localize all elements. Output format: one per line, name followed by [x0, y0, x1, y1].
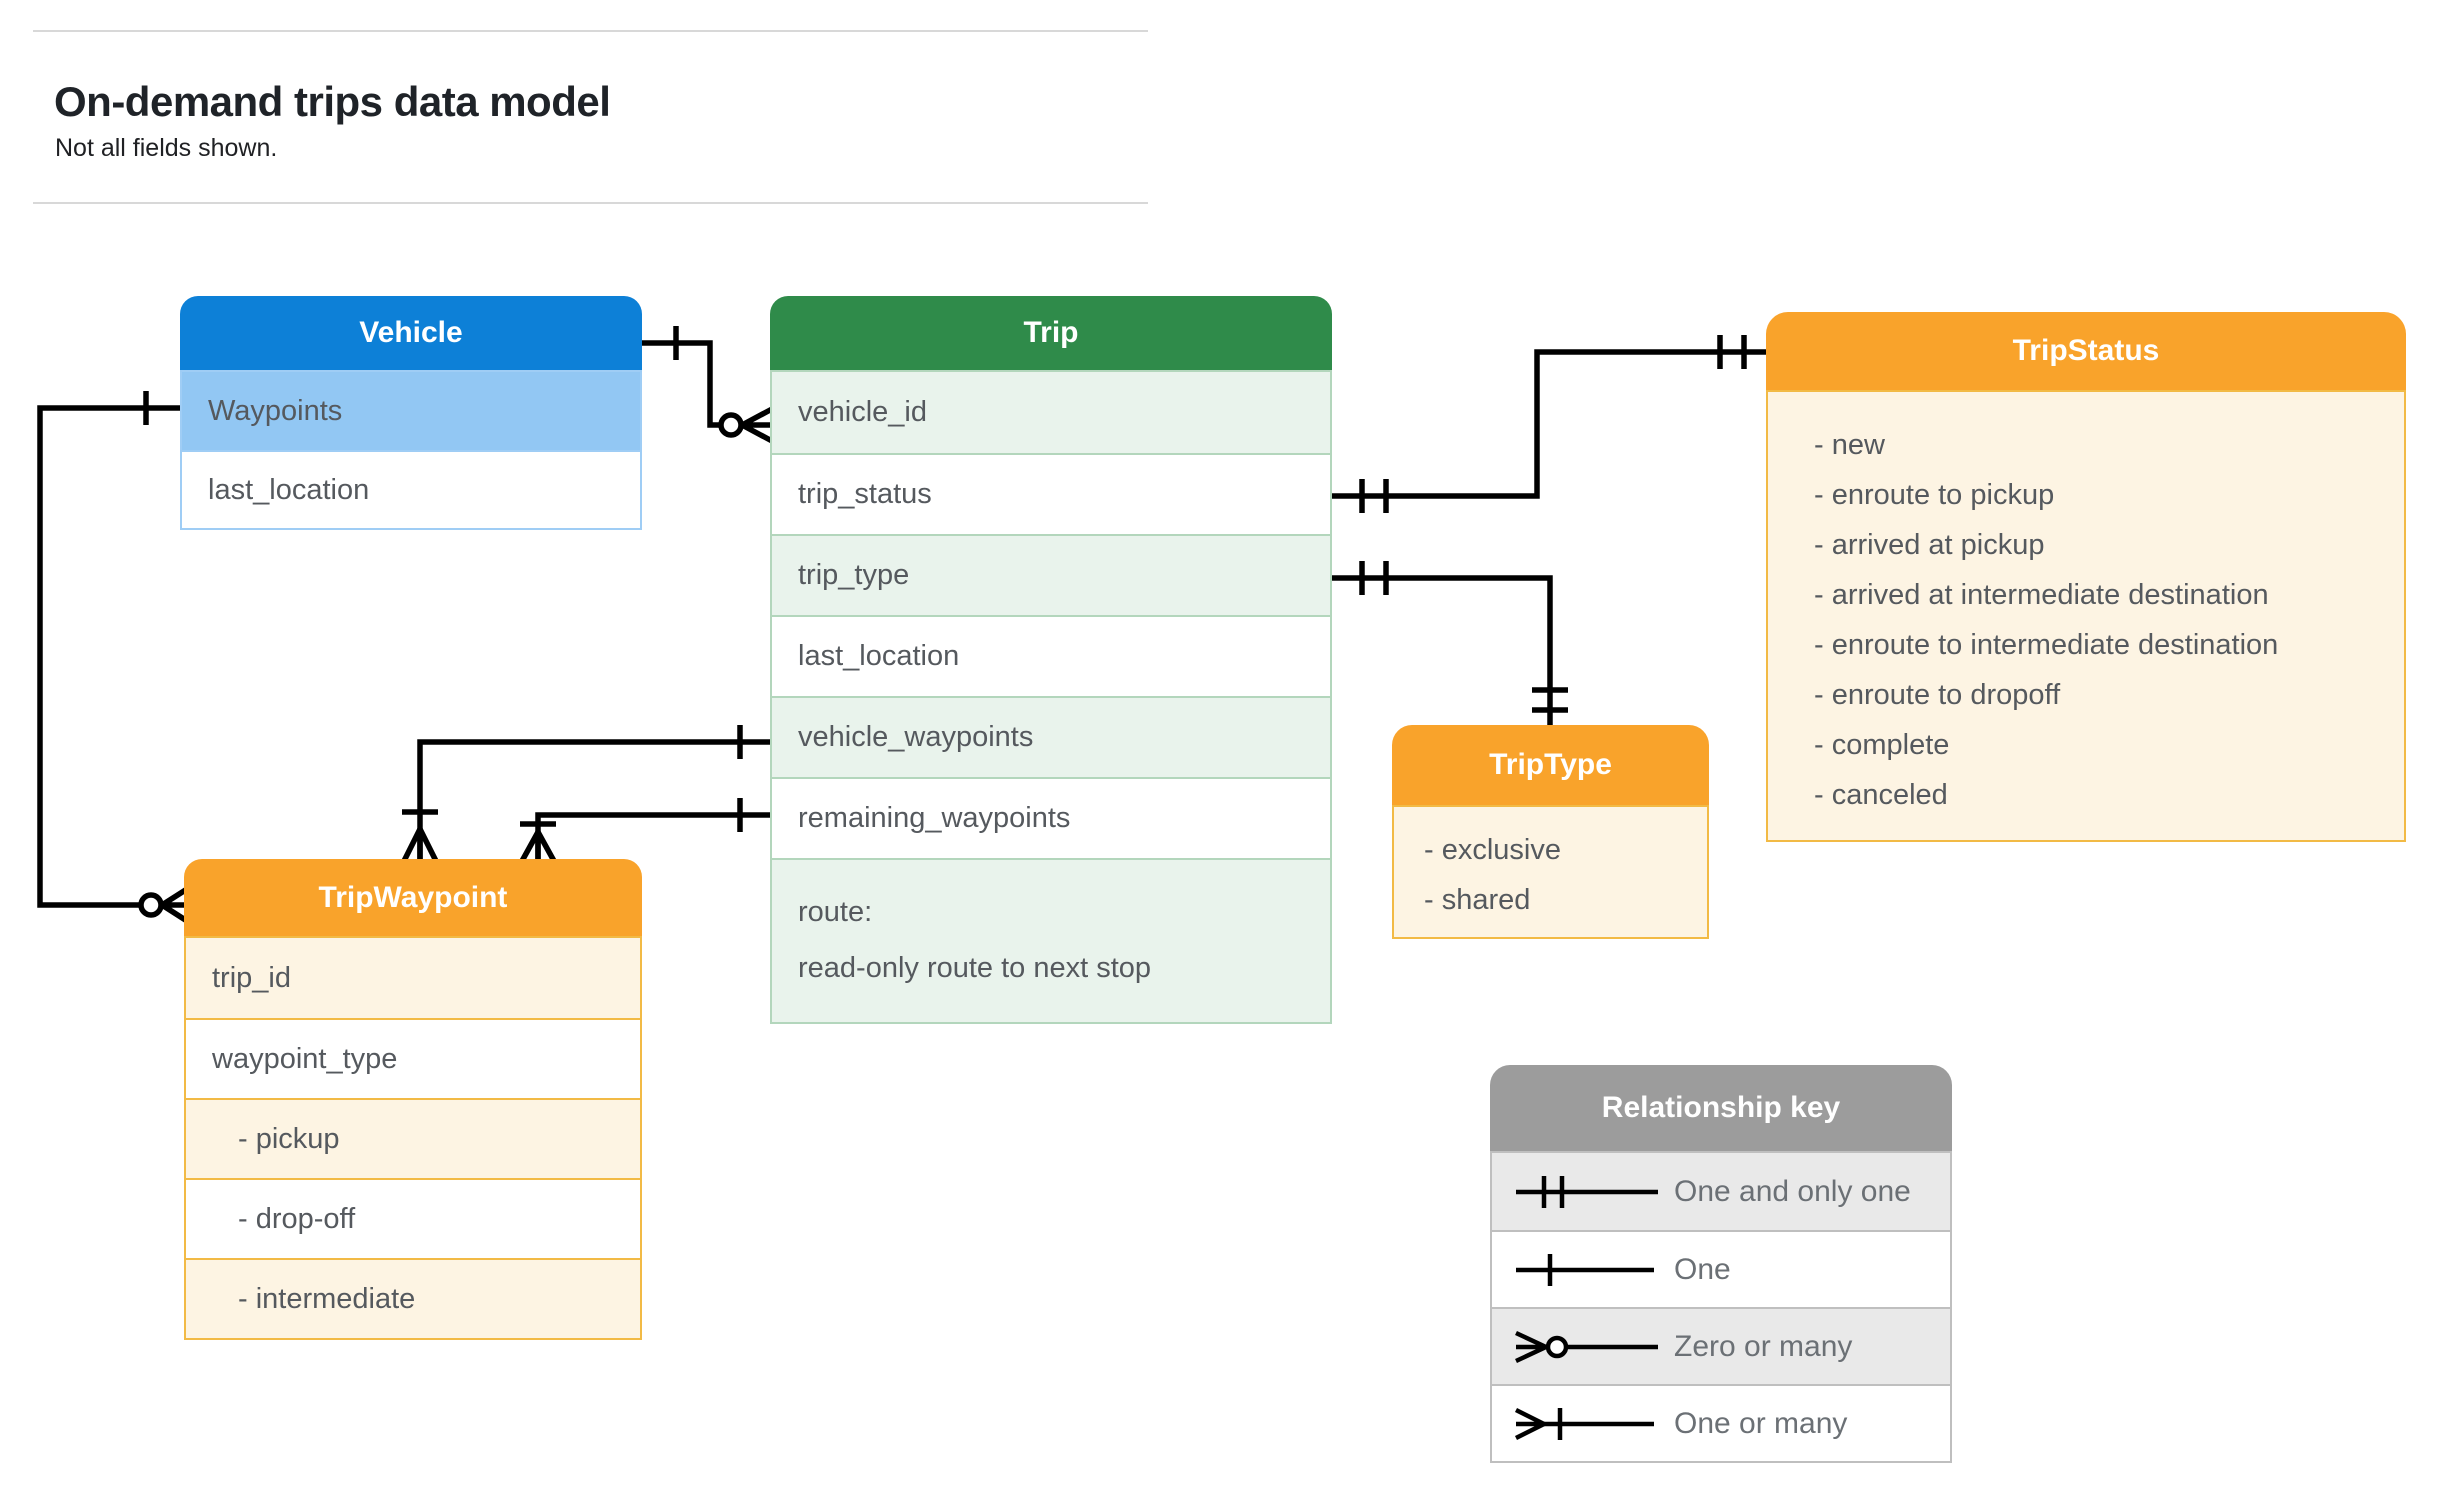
enum-enroute-to-pickup: - enroute to pickup [1814, 479, 2055, 511]
entity-triptype: TripType - exclusive - shared [1392, 725, 1709, 939]
legend-row-one: One [1492, 1230, 1950, 1307]
page-title: On-demand trips data model [54, 78, 611, 125]
entity-trip: Trip vehicle_id trip_status trip_type la… [770, 296, 1332, 1024]
one-or-many-icon [401, 827, 439, 863]
field-row-vehicle-id: vehicle_id [772, 372, 1330, 453]
zero-or-many-icon [160, 886, 189, 924]
legend-label: One [1674, 1252, 1731, 1286]
field-row-trip-id: trip_id [186, 938, 640, 1018]
route-description: read-only route to next stop [798, 952, 1152, 984]
one-or-many-icon [1514, 1407, 1654, 1440]
one-or-many-icon [519, 830, 557, 863]
legend-label: One or many [1674, 1406, 1848, 1440]
connector-vehicle-waypoints-to-tripwaypoint [401, 725, 770, 863]
field-row-route: route: read-only route to next stop [772, 858, 1330, 1022]
entity-triptype-header: TripType [1392, 725, 1709, 805]
zero-or-many-icon [1515, 1330, 1658, 1363]
zero-or-many-icon [740, 406, 774, 444]
entity-tripwaypoint-header: TripWaypoint [184, 859, 642, 936]
one-icon [1516, 1253, 1654, 1286]
bottom-divider [33, 202, 1148, 204]
connector-waypoints-to-tripwaypoint [37, 391, 189, 924]
entity-tripwaypoint: TripWaypoint trip_id waypoint_type - pic… [184, 859, 642, 1340]
entity-triptype-body: - exclusive - shared [1392, 805, 1709, 939]
entity-tripstatus-header: TripStatus [1766, 312, 2406, 390]
field-row-remaining-waypoints: remaining_waypoints [772, 777, 1330, 858]
entity-vehicle-body: Waypoints last_location [180, 370, 642, 530]
legend-row-zero-or-many: Zero or many [1492, 1307, 1950, 1384]
enum-pickup: - pickup [186, 1098, 640, 1178]
field-row-vehicle-waypoints: vehicle_waypoints [772, 696, 1330, 777]
enum-drop-off: - drop-off [186, 1178, 640, 1258]
top-divider [33, 30, 1148, 32]
enum-exclusive: - exclusive [1424, 834, 1561, 866]
connector-trip-status-to-tripstatus [1332, 335, 1766, 513]
legend-row-one-or-many: One or many [1492, 1384, 1950, 1461]
field-row-waypoints: Waypoints [182, 372, 640, 450]
field-row-trip-type: trip_type [772, 534, 1330, 615]
enum-enroute-to-intermediate-destination: - enroute to intermediate destination [1814, 629, 2279, 661]
relationship-key-body: One and only one One Zero or many One or… [1490, 1151, 1952, 1463]
entity-tripstatus: TripStatus - new - enroute to pickup - a… [1766, 312, 2406, 842]
enum-arrived-at-intermediate-destination: - arrived at intermediate destination [1814, 579, 2269, 611]
entity-trip-header: Trip [770, 296, 1332, 370]
enum-new: - new [1814, 429, 1885, 461]
connector-vehicle-to-trip [642, 326, 774, 444]
enum-complete: - complete [1814, 729, 1950, 761]
field-row-last-location: last_location [772, 615, 1330, 696]
field-row-last-location: last_location [182, 450, 640, 528]
enum-shared: - shared [1424, 884, 1531, 916]
enum-enroute-to-dropoff: - enroute to dropoff [1814, 679, 2061, 711]
one-and-only-one-icon [1516, 1175, 1658, 1208]
enum-intermediate: - intermediate [186, 1258, 640, 1338]
field-row-waypoint-type: waypoint_type [186, 1018, 640, 1098]
entity-tripwaypoint-body: trip_id waypoint_type - pickup - drop-of… [184, 936, 642, 1340]
entity-tripstatus-body: - new - enroute to pickup - arrived at p… [1766, 390, 2406, 842]
entity-vehicle: Vehicle Waypoints last_location [180, 296, 642, 530]
entity-vehicle-header: Vehicle [180, 296, 642, 370]
enum-arrived-at-pickup: - arrived at pickup [1814, 529, 2045, 561]
legend-label: Zero or many [1674, 1329, 1853, 1363]
entity-trip-body: vehicle_id trip_status trip_type last_lo… [770, 370, 1332, 1024]
field-row-trip-status: trip_status [772, 453, 1330, 534]
enum-canceled: - canceled [1814, 779, 1948, 811]
relationship-key-header: Relationship key [1490, 1065, 1952, 1151]
connector-remaining-waypoints-to-tripwaypoint [519, 798, 770, 863]
connector-trip-type-to-triptype [1332, 561, 1568, 727]
legend-row-one-and-only-one: One and only one [1492, 1153, 1950, 1230]
legend-label: One and only one [1674, 1174, 1911, 1208]
page-subtitle: Not all fields shown. [55, 134, 278, 162]
relationship-key: Relationship key One and only one One Ze… [1490, 1065, 1952, 1463]
route-label: route: [798, 896, 873, 928]
